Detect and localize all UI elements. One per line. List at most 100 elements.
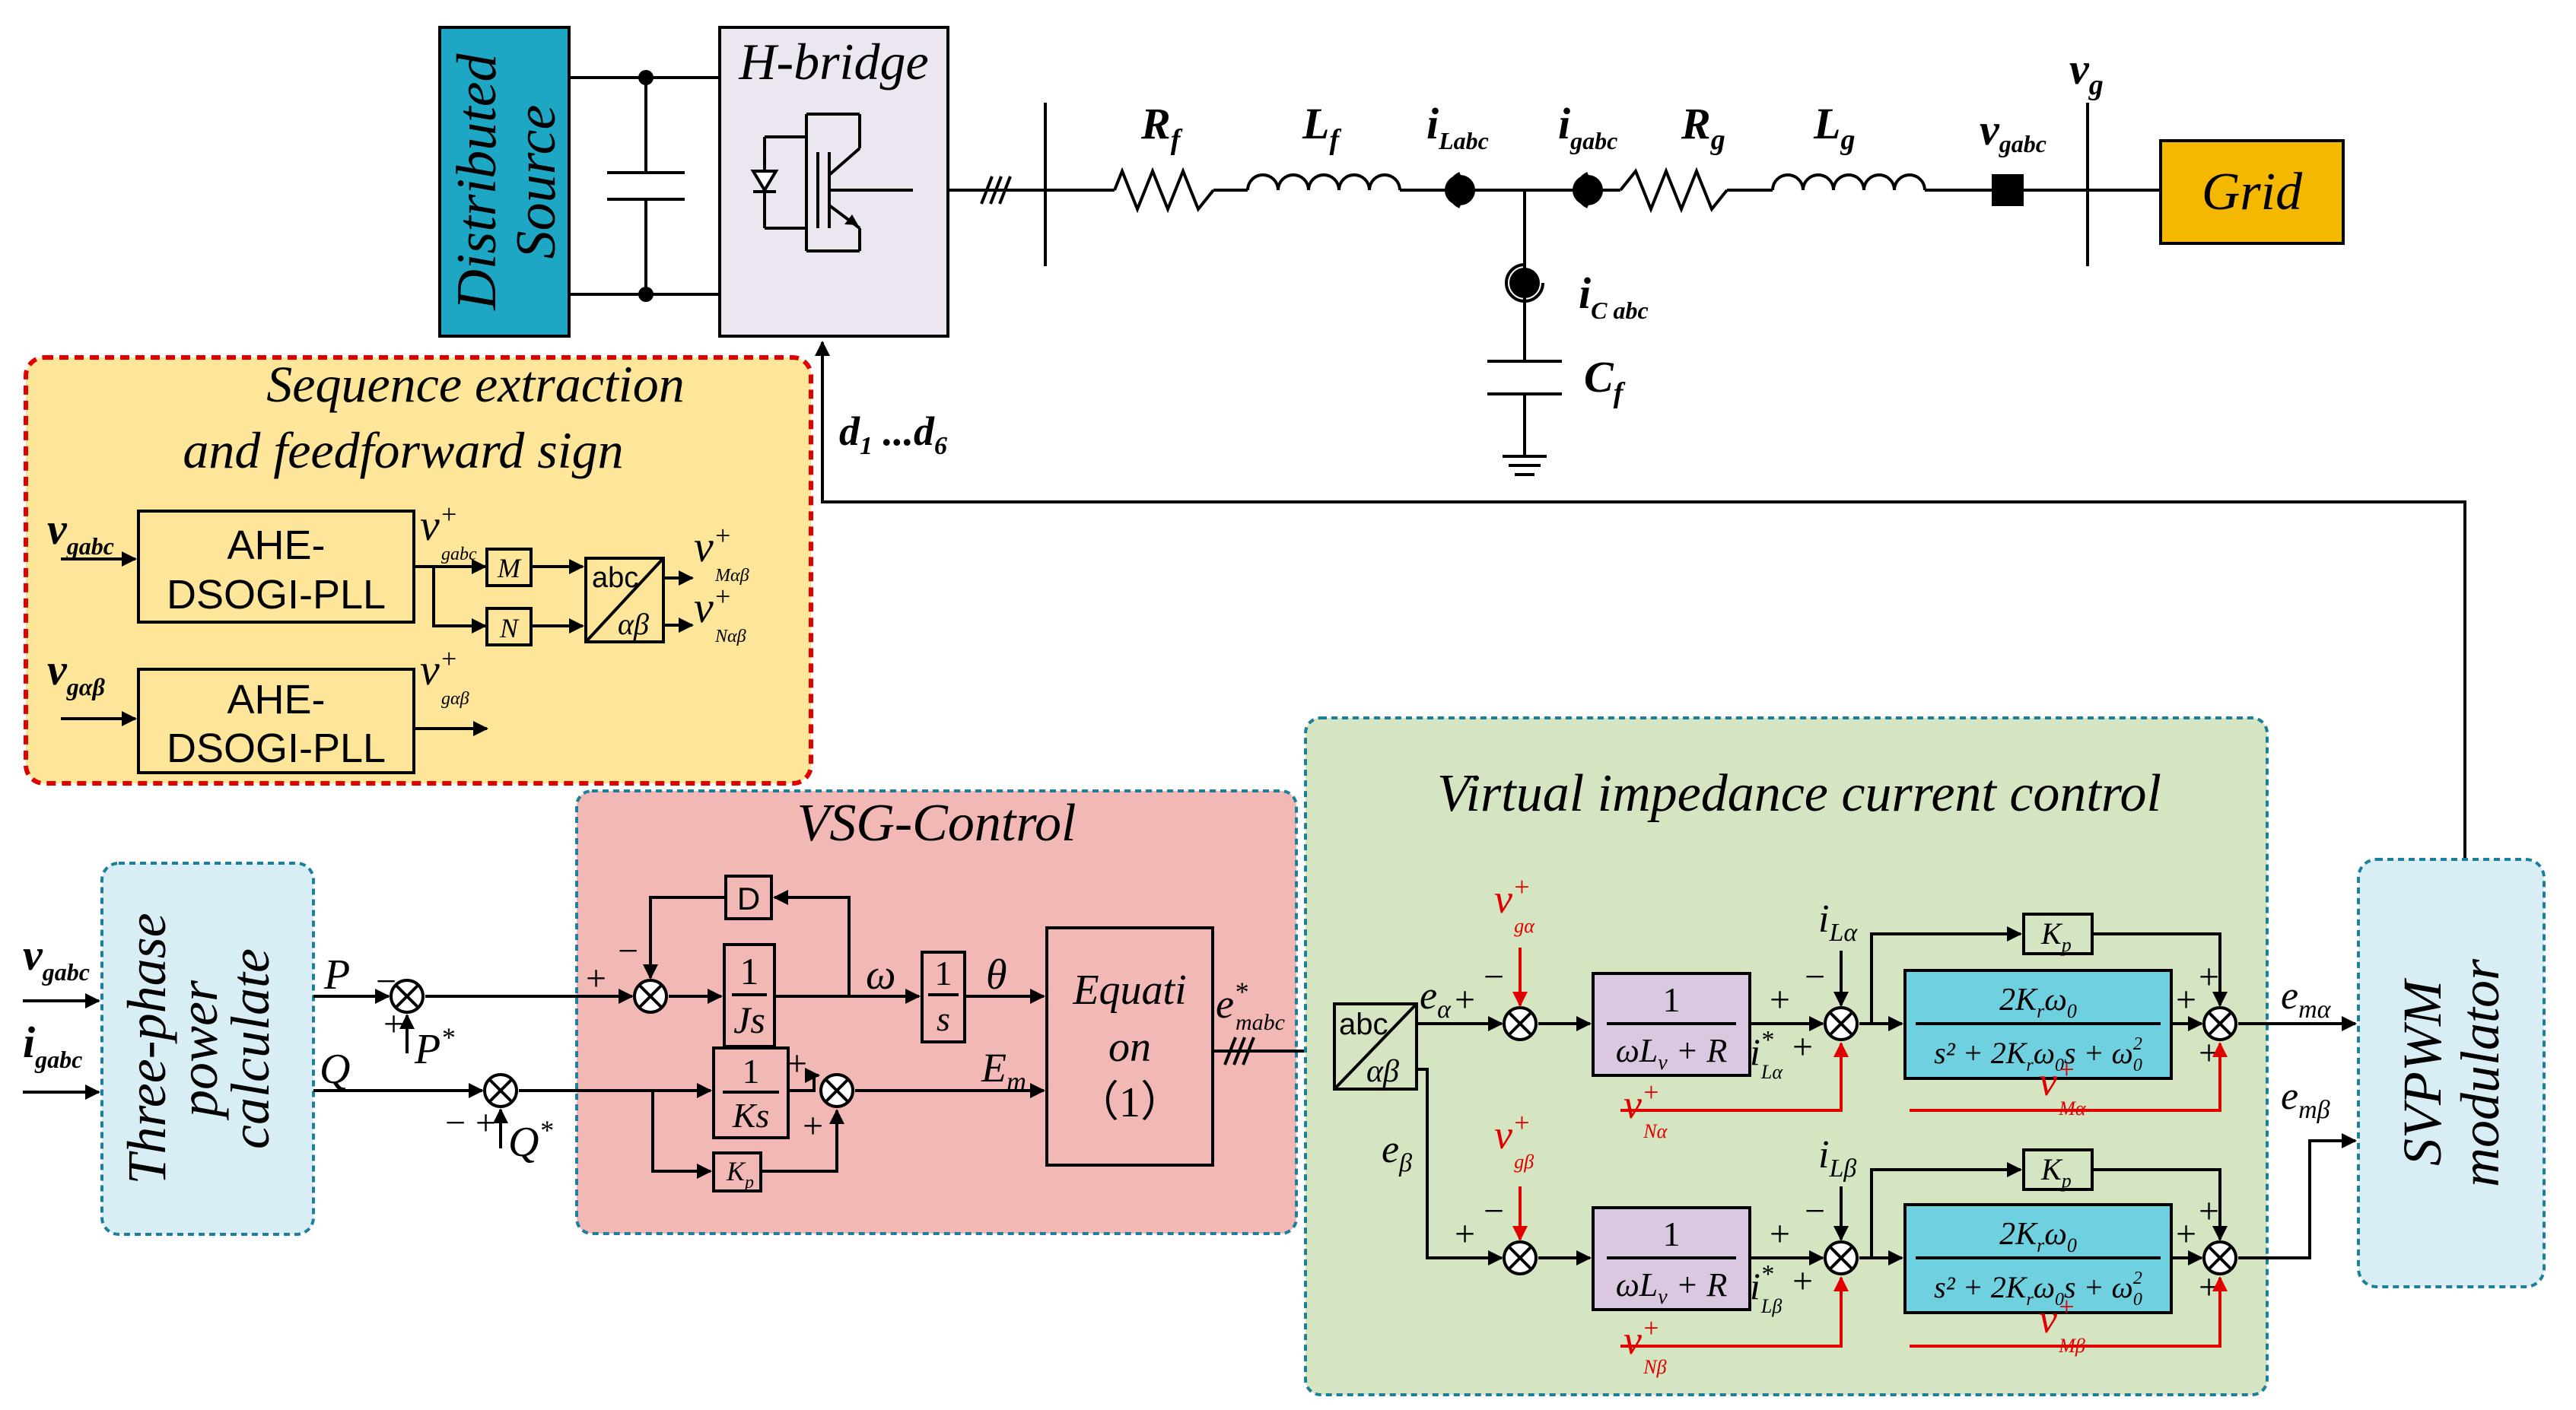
svg-text:−: − bbox=[618, 931, 638, 971]
svg-text:AHE-: AHE- bbox=[227, 522, 325, 568]
svg-text:1: 1 bbox=[743, 1052, 760, 1091]
svg-text:1: 1 bbox=[740, 950, 759, 992]
rg-label: Rg bbox=[1681, 99, 1725, 156]
vg-label: vg bbox=[2069, 44, 2104, 101]
svg-text:−: − bbox=[1805, 957, 1825, 997]
svg-text:+: + bbox=[2199, 1191, 2219, 1231]
svg-text:θ: θ bbox=[986, 951, 1007, 999]
vgabc-label: vgabc bbox=[1980, 105, 2046, 157]
vma-label: v+Mα bbox=[2039, 1054, 2087, 1119]
ilabc-label: iLabc bbox=[1426, 99, 1489, 154]
left-vgabc: vgabc bbox=[23, 930, 90, 986]
ealpha-label: eα bbox=[1420, 974, 1452, 1024]
vnb-label: v+Nβ bbox=[1624, 1313, 1667, 1378]
distributed-source-label: Distributed Source bbox=[446, 52, 568, 310]
power-stage: Distributed Source H-bridge bbox=[438, 26, 2466, 859]
svg-text:−: − bbox=[376, 961, 396, 1002]
svg-text:abc: abc bbox=[1339, 1008, 1388, 1041]
svg-text:+: + bbox=[2199, 957, 2219, 997]
kp-beta: Kp bbox=[2040, 1152, 2072, 1192]
sequence-extraction-panel: Sequence extraction and feedforward sign… bbox=[24, 355, 813, 786]
qstar-label: Q* bbox=[508, 1115, 552, 1166]
igabc-label: igabc bbox=[1558, 99, 1617, 154]
svg-text:modulator: modulator bbox=[2450, 958, 2511, 1187]
svg-text:Js: Js bbox=[733, 999, 765, 1041]
seq-out-vgab: v+gαβ bbox=[420, 643, 469, 709]
svg-text:P: P bbox=[323, 951, 350, 999]
ila-label: iLα bbox=[1818, 897, 1858, 947]
h-bridge-block bbox=[718, 26, 949, 338]
left-igabc: igabc bbox=[23, 1018, 82, 1073]
svg-text:M: M bbox=[497, 553, 522, 583]
pr-num-beta: 2Krω0 bbox=[1999, 1217, 2077, 1256]
ilb-label: iLβ bbox=[1818, 1133, 1856, 1183]
vgb-label: v+gβ bbox=[1494, 1107, 1534, 1173]
cf-label: Cf bbox=[1584, 352, 1626, 409]
seq-in-vgabc: vgabc bbox=[47, 504, 114, 560]
svg-text:ω: ω bbox=[866, 951, 896, 999]
svg-text:αβ: αβ bbox=[618, 607, 649, 641]
svg-text:+: + bbox=[2176, 1214, 2196, 1254]
seq-vn: v+Nαβ bbox=[694, 581, 746, 646]
svg-text:+: + bbox=[2199, 1267, 2219, 1307]
vsg-title: VSG-Control bbox=[797, 794, 1077, 853]
svg-text:1: 1 bbox=[1663, 980, 1681, 1019]
svg-text:Q: Q bbox=[320, 1046, 350, 1093]
svg-text:Source: Source bbox=[505, 105, 568, 259]
svg-text:−: − bbox=[1805, 1191, 1825, 1231]
ebeta-label: eβ bbox=[1382, 1128, 1412, 1177]
svg-text:−: − bbox=[1484, 957, 1504, 997]
emb-label: emβ bbox=[2281, 1075, 2330, 1124]
svg-text:（1）: （1） bbox=[1077, 1079, 1183, 1126]
svg-text:+: + bbox=[475, 1103, 496, 1143]
svg-text:s: s bbox=[937, 999, 950, 1038]
svpwm-modulator: SVPWM modulator bbox=[2357, 858, 2546, 1288]
svg-text:+: + bbox=[1455, 980, 1475, 1020]
damping-block bbox=[724, 875, 773, 920]
sequence-title-line2: and feedforward sign bbox=[183, 421, 623, 479]
svg-text:+: + bbox=[787, 1043, 807, 1084]
svg-text:Ks: Ks bbox=[732, 1096, 770, 1135]
emabc-label: e*mabc bbox=[1216, 977, 1285, 1035]
pll-block-1 bbox=[137, 510, 415, 624]
svg-text:1: 1 bbox=[935, 954, 952, 992]
vna-label: v+Nα bbox=[1624, 1077, 1668, 1142]
lg-label: Lg bbox=[1813, 99, 1855, 156]
m-block bbox=[485, 548, 533, 587]
pll-block-2 bbox=[137, 668, 415, 774]
svg-text:+: + bbox=[2176, 980, 2196, 1020]
pstar-label: P* bbox=[414, 1022, 454, 1073]
power-calc-block bbox=[100, 862, 315, 1236]
svg-text:+: + bbox=[2199, 1033, 2219, 1073]
imp-den-alpha: ωLv + R bbox=[1616, 1032, 1728, 1075]
h-bridge-label: H-bridge bbox=[738, 33, 928, 91]
pr-den-beta: s² + 2Krω0s + ω02 bbox=[1934, 1269, 2142, 1310]
svg-text:+: + bbox=[1455, 1214, 1475, 1254]
imp-den-beta: ωLv + R bbox=[1616, 1266, 1728, 1309]
seq-vm: v+Mαβ bbox=[694, 520, 749, 586]
svg-text:AHE-: AHE- bbox=[227, 677, 325, 722]
grid-label: Grid bbox=[2202, 163, 2303, 221]
vsg-control-panel: VSG-Control + − 1 Js ω D 1 s θ 1 Ks + + … bbox=[425, 789, 1333, 1235]
svg-text:Equati: Equati bbox=[1072, 967, 1186, 1014]
svg-text:−: − bbox=[1484, 1191, 1504, 1231]
equation-block bbox=[1045, 926, 1214, 1167]
svg-text:+: + bbox=[1792, 1261, 1813, 1301]
distributed-source-block bbox=[438, 26, 571, 338]
svg-text:DSOGI-PLL: DSOGI-PLL bbox=[167, 726, 386, 771]
sequence-title-line1: Sequence extraction bbox=[266, 355, 684, 413]
svg-text:+: + bbox=[1770, 980, 1790, 1020]
svg-text:1: 1 bbox=[1663, 1215, 1681, 1253]
pr-den-alpha: s² + 2Krω0s + ω02 bbox=[1934, 1034, 2142, 1075]
svg-text:SVPWM: SVPWM bbox=[2392, 977, 2453, 1166]
vmb-label: v+Mβ bbox=[2039, 1291, 2085, 1357]
ilbs-label: i*Lβ bbox=[1750, 1260, 1782, 1317]
svg-text:N: N bbox=[499, 613, 520, 643]
kp-block-alpha bbox=[2022, 913, 2094, 955]
svg-text:calculate: calculate bbox=[220, 948, 281, 1149]
seq-out-vgabc: v+gabc bbox=[420, 499, 477, 564]
svg-text:+: + bbox=[1770, 1214, 1790, 1254]
ema-label: emα bbox=[2281, 974, 2332, 1024]
svg-text:D: D bbox=[737, 881, 760, 916]
